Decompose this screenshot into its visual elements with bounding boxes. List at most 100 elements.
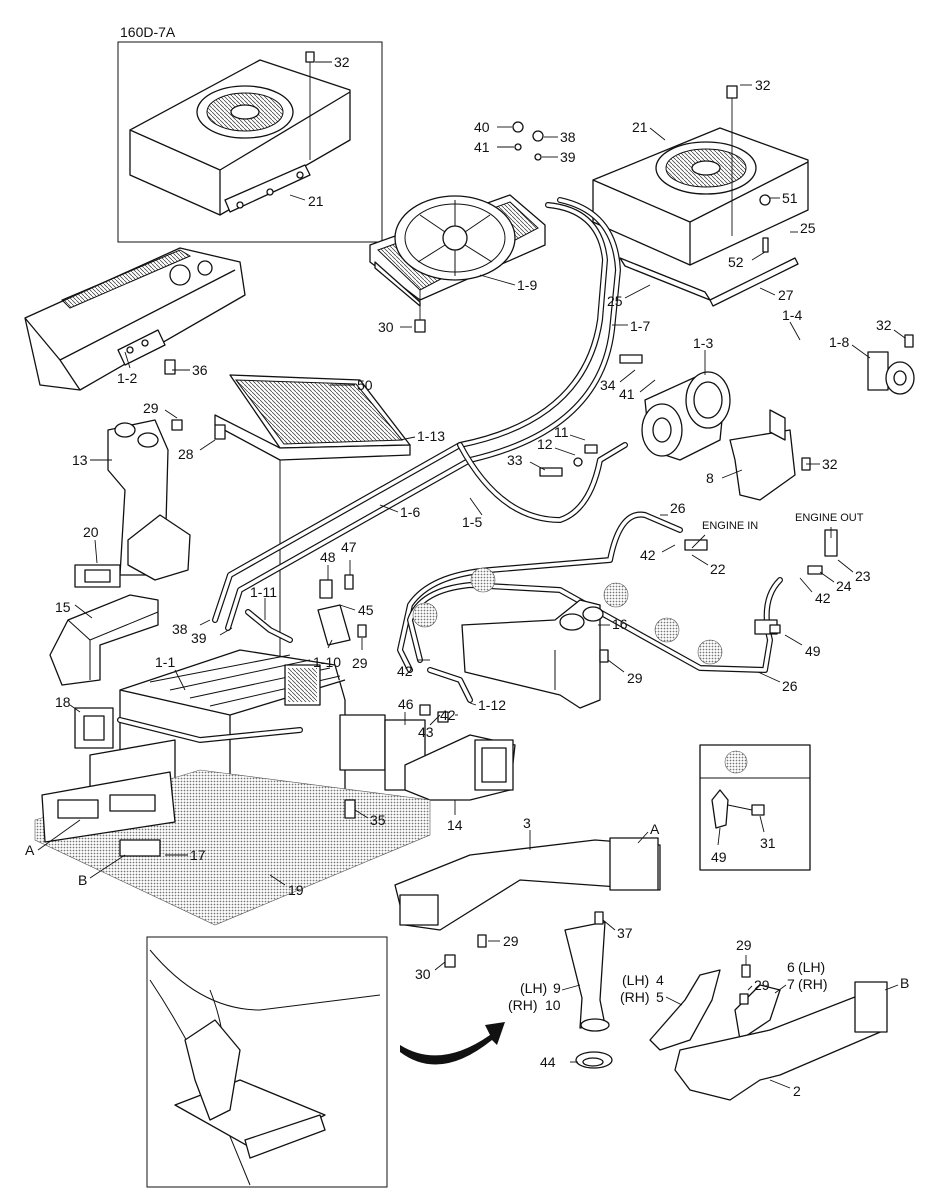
belt-1-4: [746, 339, 915, 480]
label-48: 48: [320, 549, 336, 565]
label-29d: 29: [503, 933, 519, 949]
label-42c: 42: [397, 663, 413, 679]
label-lh-4: (LH): [622, 972, 649, 988]
label-40: 40: [474, 119, 490, 135]
label-30: 30: [378, 319, 394, 335]
label-42: 42: [640, 547, 656, 563]
label-20: 20: [83, 524, 99, 540]
control-panel-1-2: [24, 247, 246, 391]
label-37: 37: [617, 925, 633, 941]
label-50: 50: [357, 377, 373, 393]
label-9: 9: [553, 980, 561, 996]
label-1-9: 1-9: [517, 277, 537, 293]
fan-cover-21: [592, 85, 809, 307]
label-29b: 29: [352, 655, 368, 671]
label-46: 46: [398, 696, 414, 712]
bracket-13: [74, 419, 191, 588]
label-a-left: A: [25, 842, 35, 858]
label-30b: 30: [415, 966, 431, 982]
label-b-right: B: [900, 975, 909, 991]
label-18: 18: [55, 694, 71, 710]
label-1-13: 1-13: [417, 428, 445, 444]
label-33: 33: [507, 452, 523, 468]
label-29f: 29: [754, 977, 770, 993]
label-25: 25: [800, 220, 816, 236]
label-1-3: 1-3: [693, 335, 713, 351]
label-12: 12: [537, 436, 553, 452]
label-39: 39: [560, 149, 576, 165]
label-a-right: A: [650, 821, 660, 837]
label-15: 15: [55, 599, 71, 615]
label-2: 2: [793, 1083, 801, 1099]
label-1-5: 1-5: [462, 514, 482, 530]
label-28: 28: [178, 446, 194, 462]
label-25b: 25: [607, 293, 623, 309]
label-42b: 42: [815, 590, 831, 606]
label-32b: 32: [755, 77, 771, 93]
refrigerant-lines: [212, 197, 628, 643]
label-31: 31: [760, 835, 776, 851]
condenser-1-9: [369, 194, 546, 333]
label-1-10: 1-10: [313, 654, 341, 670]
label-1-4: 1-4: [782, 307, 802, 323]
label-47: 47: [341, 539, 357, 555]
ducts-2-to-7: [649, 969, 888, 1101]
duct-14: [404, 734, 516, 801]
label-7: 7: [787, 976, 795, 992]
label-49: 49: [805, 643, 821, 659]
label-rh-10: (RH): [508, 997, 538, 1013]
label-38b: 38: [172, 621, 188, 637]
heater-core-50: [214, 374, 411, 680]
filter-18: [74, 707, 114, 749]
label-b-left: B: [78, 872, 87, 888]
label-23: 23: [855, 568, 871, 584]
heater-hoses-26: [397, 511, 783, 703]
label-1-2: 1-2: [117, 370, 137, 386]
label-21b: 21: [632, 119, 648, 135]
label-49b: 49: [711, 849, 727, 865]
label-5: 5: [656, 989, 664, 1005]
label-34: 34: [600, 377, 616, 393]
inset-title: 160D-7A: [120, 24, 176, 40]
label-36: 36: [192, 362, 208, 378]
label-45: 45: [358, 602, 374, 618]
label-21: 21: [308, 193, 324, 209]
label-29e: 29: [736, 937, 752, 953]
label-10: 10: [545, 997, 561, 1013]
vent-9-10: [564, 921, 613, 1069]
label-32: 32: [334, 54, 350, 70]
label-44: 44: [540, 1054, 556, 1070]
label-41b: 41: [619, 386, 635, 402]
label-41: 41: [474, 139, 490, 155]
label-1-7: 1-7: [630, 318, 650, 334]
label-26b: 26: [782, 678, 798, 694]
label-3: 3: [523, 815, 531, 831]
label-lh-9: (LH): [520, 980, 547, 996]
engine-out-label: ENGINE OUT: [795, 512, 864, 524]
inset-cab-view: [146, 936, 388, 1188]
label-1-8: 1-8: [829, 334, 849, 350]
label-27: 27: [778, 287, 794, 303]
duct-16: [461, 599, 604, 709]
label-26: 26: [670, 500, 686, 516]
label-17: 17: [190, 847, 206, 863]
label-42d: 42: [440, 707, 456, 723]
label-32d: 32: [822, 456, 838, 472]
arrow-icon: [400, 1022, 505, 1065]
label-1-1: 1-1: [155, 654, 175, 670]
engine-in-label: ENGINE IN: [702, 520, 758, 532]
label-rh-5: (RH): [620, 989, 650, 1005]
label-38: 38: [560, 129, 576, 145]
label-39b: 39: [191, 630, 207, 646]
label-19: 19: [288, 882, 304, 898]
label-52: 52: [728, 254, 744, 270]
label-35: 35: [370, 812, 386, 828]
label-14: 14: [447, 817, 463, 833]
label-8: 8: [706, 470, 714, 486]
label-lh-6: (LH): [798, 959, 825, 975]
label-24: 24: [836, 578, 852, 594]
callouts: 32 21 32 21 51 25 52 25 27 40 41 38 39 1…: [25, 54, 909, 1099]
duct-15: [49, 594, 159, 686]
